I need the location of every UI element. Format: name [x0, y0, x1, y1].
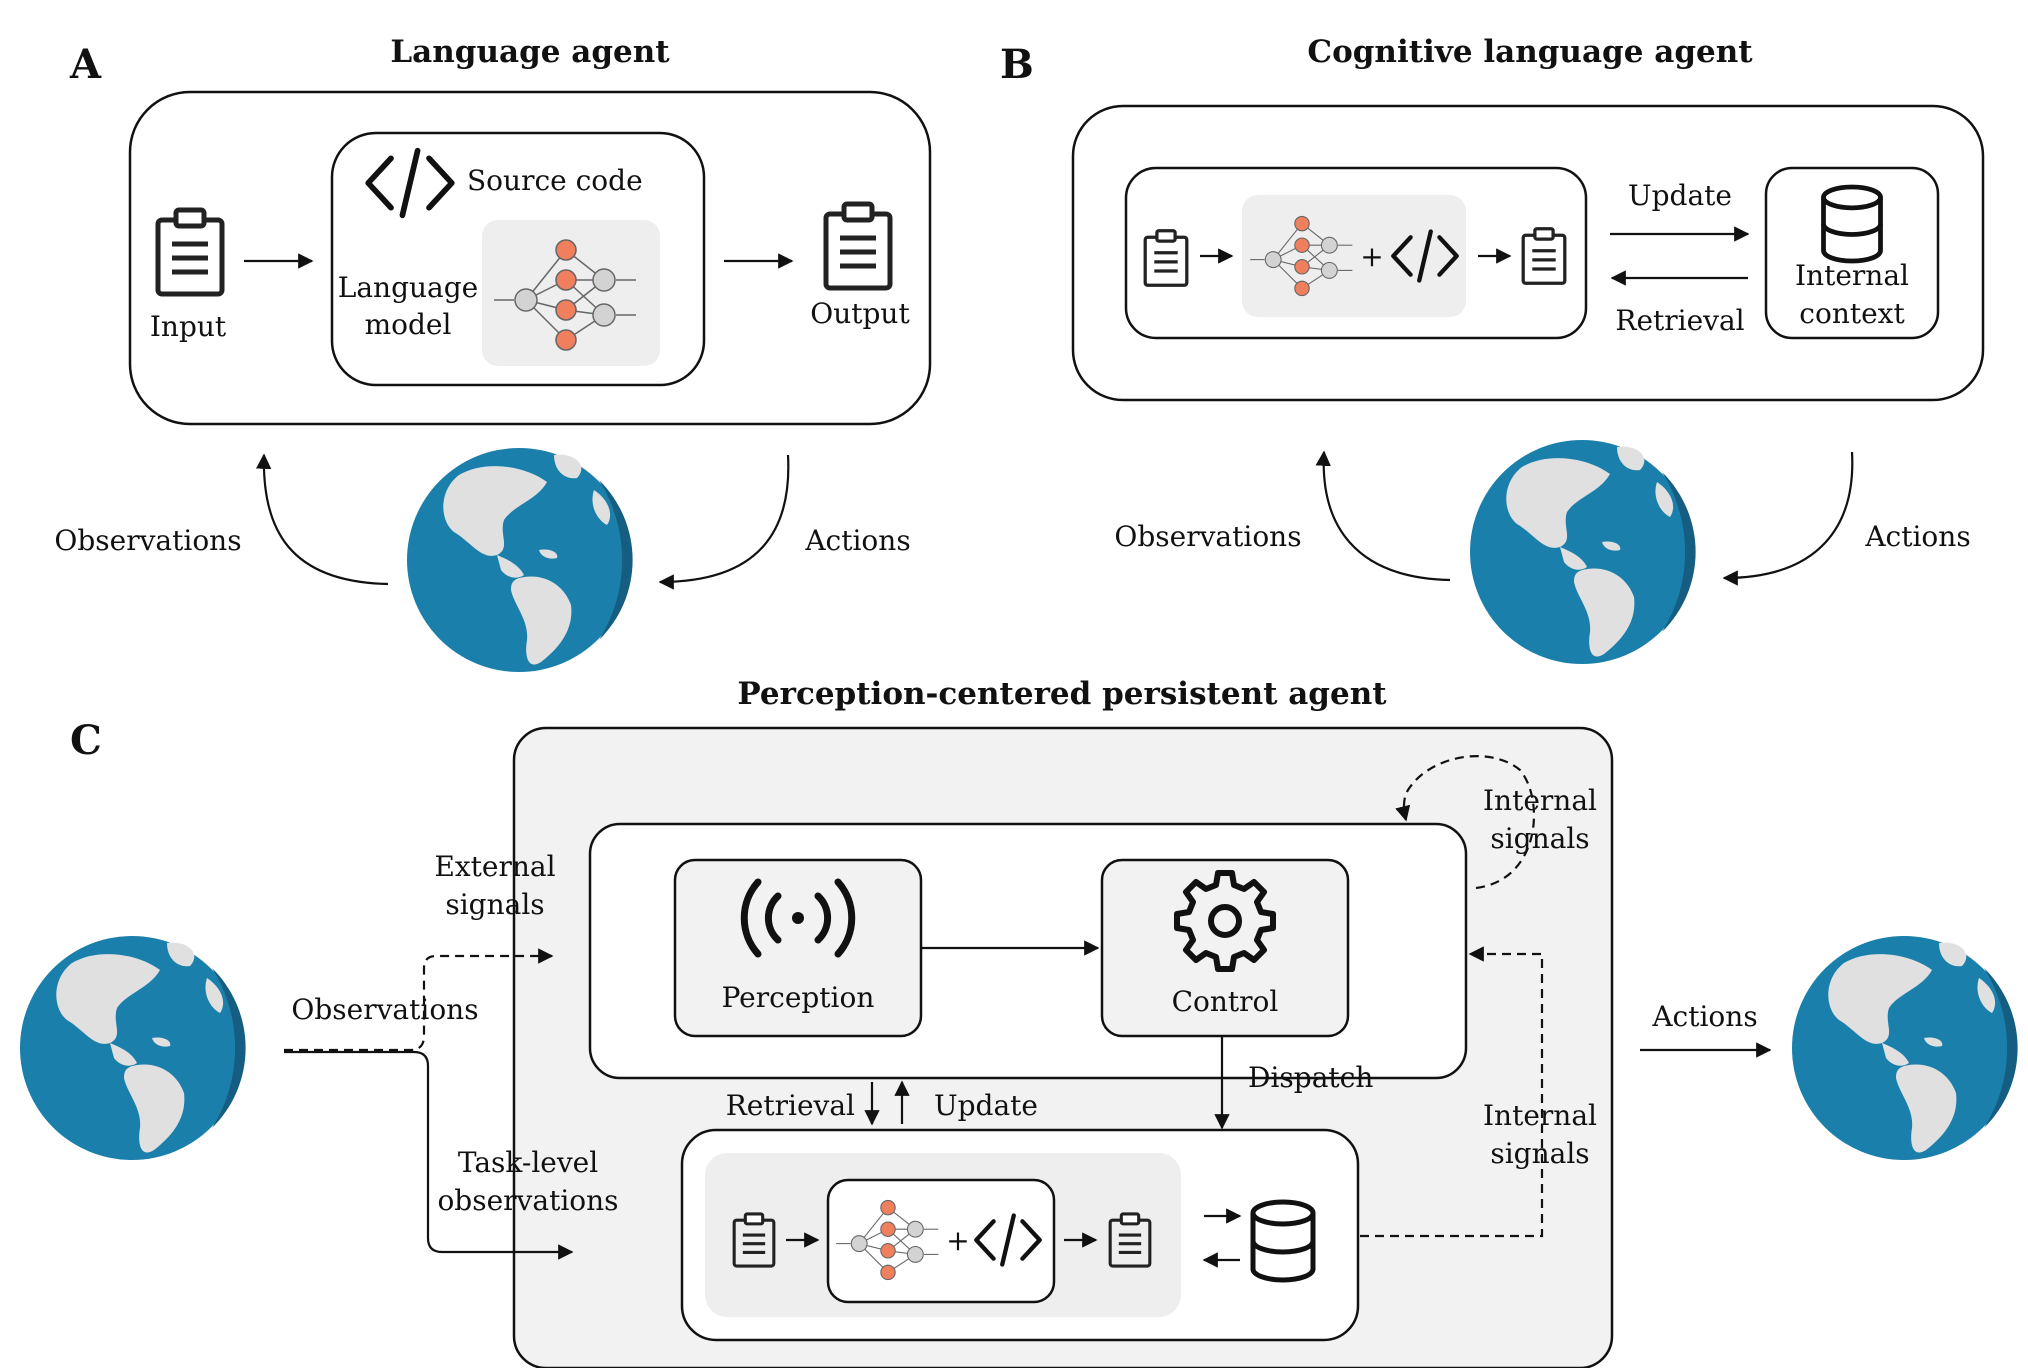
plus-sign: + — [946, 1224, 969, 1257]
external-signals-arrow — [284, 948, 554, 1052]
external-signals-label-1: External — [434, 850, 555, 883]
control-label: Control — [1172, 985, 1279, 1018]
globe-icon — [1470, 440, 1696, 664]
update-label: Update — [934, 1089, 1038, 1122]
panel-b-title: Cognitive language agent — [1307, 34, 1753, 70]
source-code-label: Source code — [467, 164, 643, 197]
globe-icon — [20, 936, 246, 1160]
update-label: Update — [1628, 179, 1732, 212]
actions-arrow — [1722, 451, 1854, 586]
task-level-label-2: observations — [437, 1184, 618, 1217]
internal-context-box — [1764, 166, 1940, 340]
internal-signals-right-label-2: signals — [1490, 1137, 1589, 1170]
actions-label: Actions — [1651, 1000, 1757, 1033]
task-level-observations-arrow — [284, 1050, 574, 1260]
observations-label: Observations — [54, 524, 241, 557]
panel-a-title: Language agent — [390, 34, 670, 70]
gear-icon — [1174, 870, 1276, 972]
panel-c-title: Perception-centered persistent agent — [737, 676, 1387, 712]
actions-arrow — [658, 454, 790, 590]
control-box — [1100, 858, 1350, 1038]
observations-label: Observations — [291, 993, 478, 1026]
panel-c-letter: C — [70, 717, 102, 764]
actions-label: Actions — [804, 524, 910, 557]
language-model-label-2: model — [365, 308, 452, 341]
internal-context-label-2: context — [1799, 297, 1905, 330]
retrieval-label: Retrieval — [1615, 304, 1744, 337]
internal-signals-loop — [1395, 755, 1536, 890]
observations-arrow — [1315, 450, 1451, 582]
internal-signals-top-label-1: Internal — [1483, 784, 1597, 817]
input-label: Input — [150, 310, 227, 343]
retrieval-label: Retrieval — [726, 1089, 855, 1122]
panel-b-letter: B — [1000, 41, 1034, 88]
globe-icon — [1792, 936, 2018, 1160]
task-level-label-1: Task-level — [458, 1146, 598, 1179]
plus-sign: + — [1360, 240, 1383, 273]
internal-signals-top-label-2: signals — [1490, 822, 1589, 855]
globe-icon — [407, 448, 633, 672]
internal-signals-right-label-1: Internal — [1483, 1099, 1597, 1132]
language-model-label-1: Language — [338, 271, 478, 304]
dispatch-label: Dispatch — [1248, 1061, 1373, 1094]
external-signals-label-2: signals — [445, 888, 544, 921]
output-label: Output — [810, 297, 910, 330]
internal-signals-return-arrow — [1360, 946, 1544, 1238]
panel-a-letter: A — [69, 41, 102, 88]
actions-label: Actions — [1864, 520, 1970, 553]
observations-label: Observations — [1114, 520, 1301, 553]
internal-context-label-1: Internal — [1795, 259, 1909, 292]
model-panel — [482, 220, 660, 366]
observations-arrow — [255, 453, 389, 586]
perception-label: Perception — [722, 981, 875, 1014]
